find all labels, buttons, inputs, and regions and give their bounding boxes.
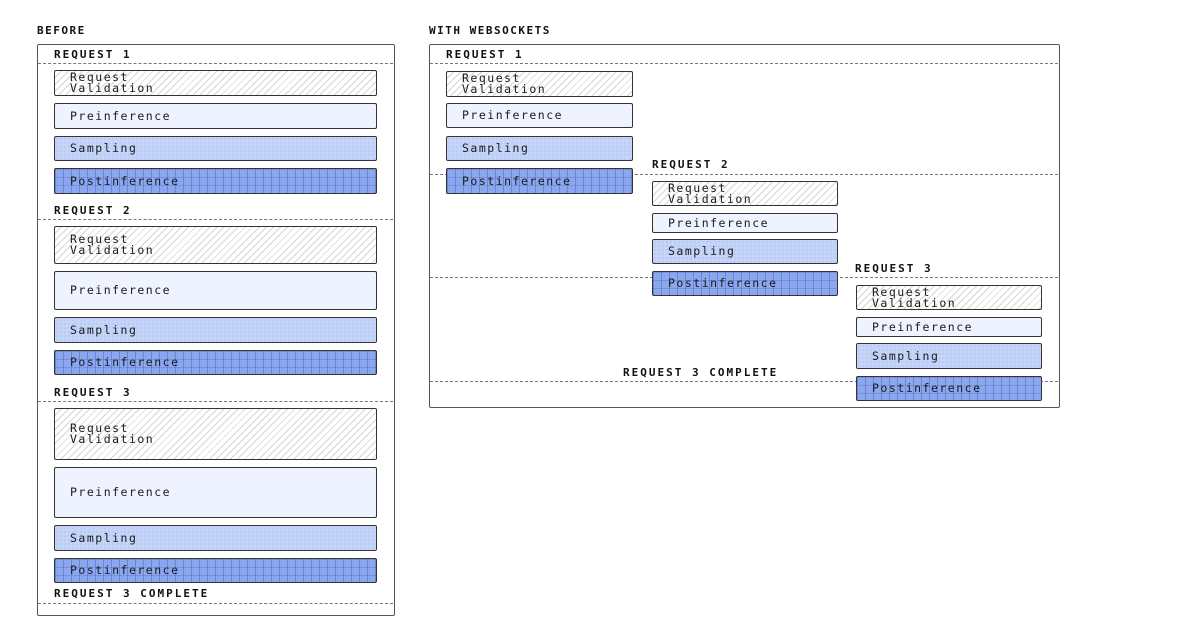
ws-r2-postinference-stage: Postinference [652,271,838,296]
ws-r3-postinference-stage: Postinference [856,376,1042,401]
ws-r3-sampling-stage: Sampling [856,343,1042,369]
before-r3-preinference-stage: Preinference [54,467,377,518]
ws-complete-divider [430,381,1058,382]
before-r1-preinference-stage: Preinference [54,103,377,129]
before-r2-sampling-stage: Sampling [54,317,377,343]
before-r3-sampling-stage: Sampling [54,525,377,551]
before-r3-validation-stage: Request Validation [54,408,377,460]
before-r1-postinference-stage: Postinference [54,168,377,194]
before-r2-validation-stage: Request Validation [54,226,377,264]
ws-r1-preinference-stage: Preinference [446,103,633,128]
before-r2-postinference-stage: Postinference [54,350,377,375]
before-complete-label: REQUEST 3 COMPLETE [54,587,210,600]
before-r2-preinference-stage: Preinference [54,271,377,310]
ws-r1-validation-stage: Request Validation [446,71,633,97]
ws-request-1-divider [430,63,1058,64]
before-request-1-label: REQUEST 1 [54,48,132,61]
before-complete-divider [38,603,393,604]
ws-r2-validation-stage: Request Validation [652,181,838,206]
ws-r2-sampling-stage: Sampling [652,239,838,264]
before-r3-postinference-stage: Postinference [54,558,377,583]
before-request-3-label: REQUEST 3 [54,386,132,399]
before-r1-sampling-stage: Sampling [54,136,377,161]
before-heading: BEFORE [37,24,86,37]
ws-request-2-divider [430,174,1058,175]
ws-r1-postinference-stage: Postinference [446,168,633,194]
before-request-2-divider [38,219,393,220]
before-request-2-label: REQUEST 2 [54,204,132,217]
before-request-3-divider [38,401,393,402]
ws-r1-sampling-stage: Sampling [446,136,633,161]
ws-complete-label: REQUEST 3 COMPLETE [623,366,779,379]
before-r1-validation-stage: Request Validation [54,70,377,96]
ws-r2-preinference-stage: Preinference [652,213,838,233]
ws-r3-validation-stage: Request Validation [856,285,1042,310]
ws-request-2-label: REQUEST 2 [652,158,730,171]
websockets-heading: WITH WEBSOCKETS [429,24,551,37]
before-request-1-divider [38,63,393,64]
ws-r3-preinference-stage: Preinference [856,317,1042,337]
ws-request-1-label: REQUEST 1 [446,48,524,61]
ws-request-3-label: REQUEST 3 [855,262,933,275]
